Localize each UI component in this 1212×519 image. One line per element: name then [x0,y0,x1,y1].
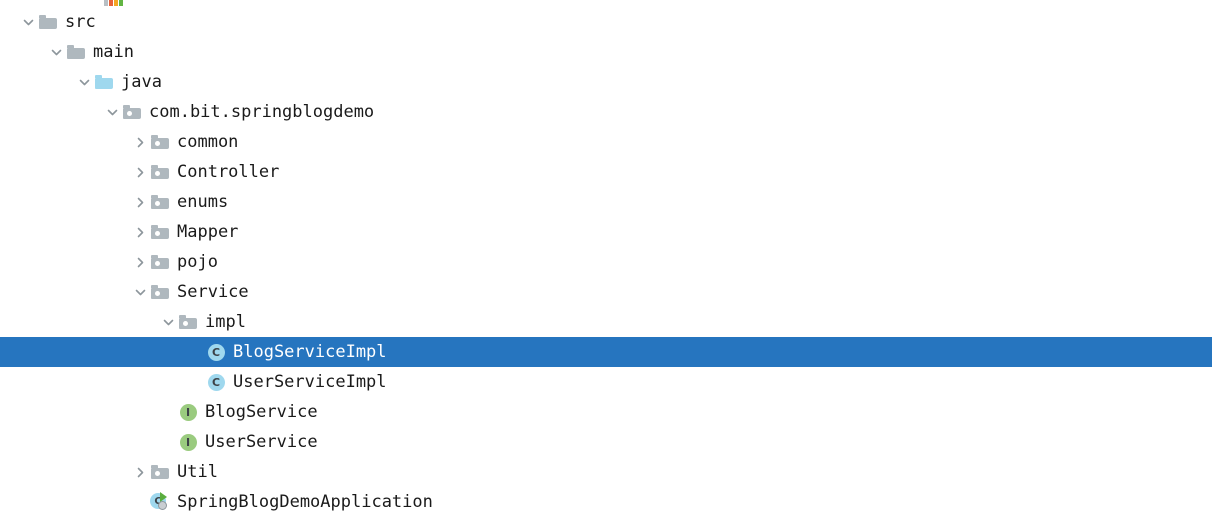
package-icon [150,192,170,212]
tree-row[interactable]: common [0,127,1212,157]
tree-row[interactable]: Controller [0,157,1212,187]
tree-row-label: java [121,72,162,92]
tree-row-label: enums [177,192,229,212]
package-icon [150,132,170,152]
chevron-right-icon[interactable] [132,247,150,277]
tree-row[interactable]: main [0,37,1212,67]
chevron-right-icon[interactable] [132,187,150,217]
chevron-right-icon[interactable] [132,127,150,157]
package-icon [150,252,170,272]
chevron-down-icon[interactable] [20,7,38,37]
interface-icon: I [178,432,198,452]
tree-row[interactable]: Mapper [0,217,1212,247]
twisty-spacer [160,427,178,457]
chevron-down-icon[interactable] [160,307,178,337]
tree-row[interactable]: Service [0,277,1212,307]
package-icon [150,462,170,482]
tree-row-label: main [93,42,134,62]
chevron-down-icon[interactable] [104,97,122,127]
class-icon: C [206,342,226,362]
tree-row[interactable]: C BlogServiceImpl [0,337,1212,367]
twisty-spacer [188,367,206,397]
tree-row[interactable]: impl [0,307,1212,337]
tree-row-label: com.bit.springblogdemo [149,102,375,122]
tree-row[interactable]: C SpringBlogDemoApplication [0,487,1212,517]
tree-row-label: Service [177,282,249,302]
tree-row[interactable]: com.bit.springblogdemo [0,97,1212,127]
package-icon [150,282,170,302]
chevron-right-icon[interactable] [132,157,150,187]
resources-folder-icon [104,0,126,6]
tree-row-label: BlogService [205,402,318,422]
tree-row-label: SpringBlogDemoApplication [177,492,433,512]
twisty-spacer [160,397,178,427]
tree-row[interactable]: enums [0,187,1212,217]
tree-row-label: src [65,12,96,32]
tree-row[interactable]: java [0,67,1212,97]
folder-icon [66,42,86,62]
chevron-down-icon[interactable] [76,67,94,97]
tree-row-label: BlogServiceImpl [233,342,387,362]
package-icon [150,222,170,242]
tree-row[interactable]: src [0,7,1212,37]
tree-row-label: Controller [177,162,280,182]
tree-row-label: Util [177,462,218,482]
package-icon [178,312,198,332]
runnable-class-icon: C [150,492,170,512]
folder-icon [94,72,114,92]
tree-row[interactable]: C UserServiceImpl [0,367,1212,397]
tree-row[interactable]: Util [0,457,1212,487]
tree-row-label: Mapper [177,222,239,242]
package-icon [150,162,170,182]
tree-row[interactable]: I UserService [0,427,1212,457]
twisty-spacer [188,337,206,367]
folder-icon [38,12,58,32]
tree-row-label: UserService [205,432,318,452]
tree-row-label: common [177,132,239,152]
tree-row-label: pojo [177,252,218,272]
tree-row-label: UserServiceImpl [233,372,387,392]
chevron-down-icon[interactable] [48,37,66,67]
tree-row-label: impl [205,312,246,332]
twisty-spacer [132,487,150,517]
tree-row[interactable]: pojo [0,247,1212,277]
chevron-right-icon[interactable] [132,217,150,247]
tree-row[interactable]: I BlogService [0,397,1212,427]
interface-icon: I [178,402,198,422]
chevron-down-icon[interactable] [132,277,150,307]
chevron-right-icon[interactable] [132,457,150,487]
package-icon [122,102,142,122]
class-icon: C [206,372,226,392]
